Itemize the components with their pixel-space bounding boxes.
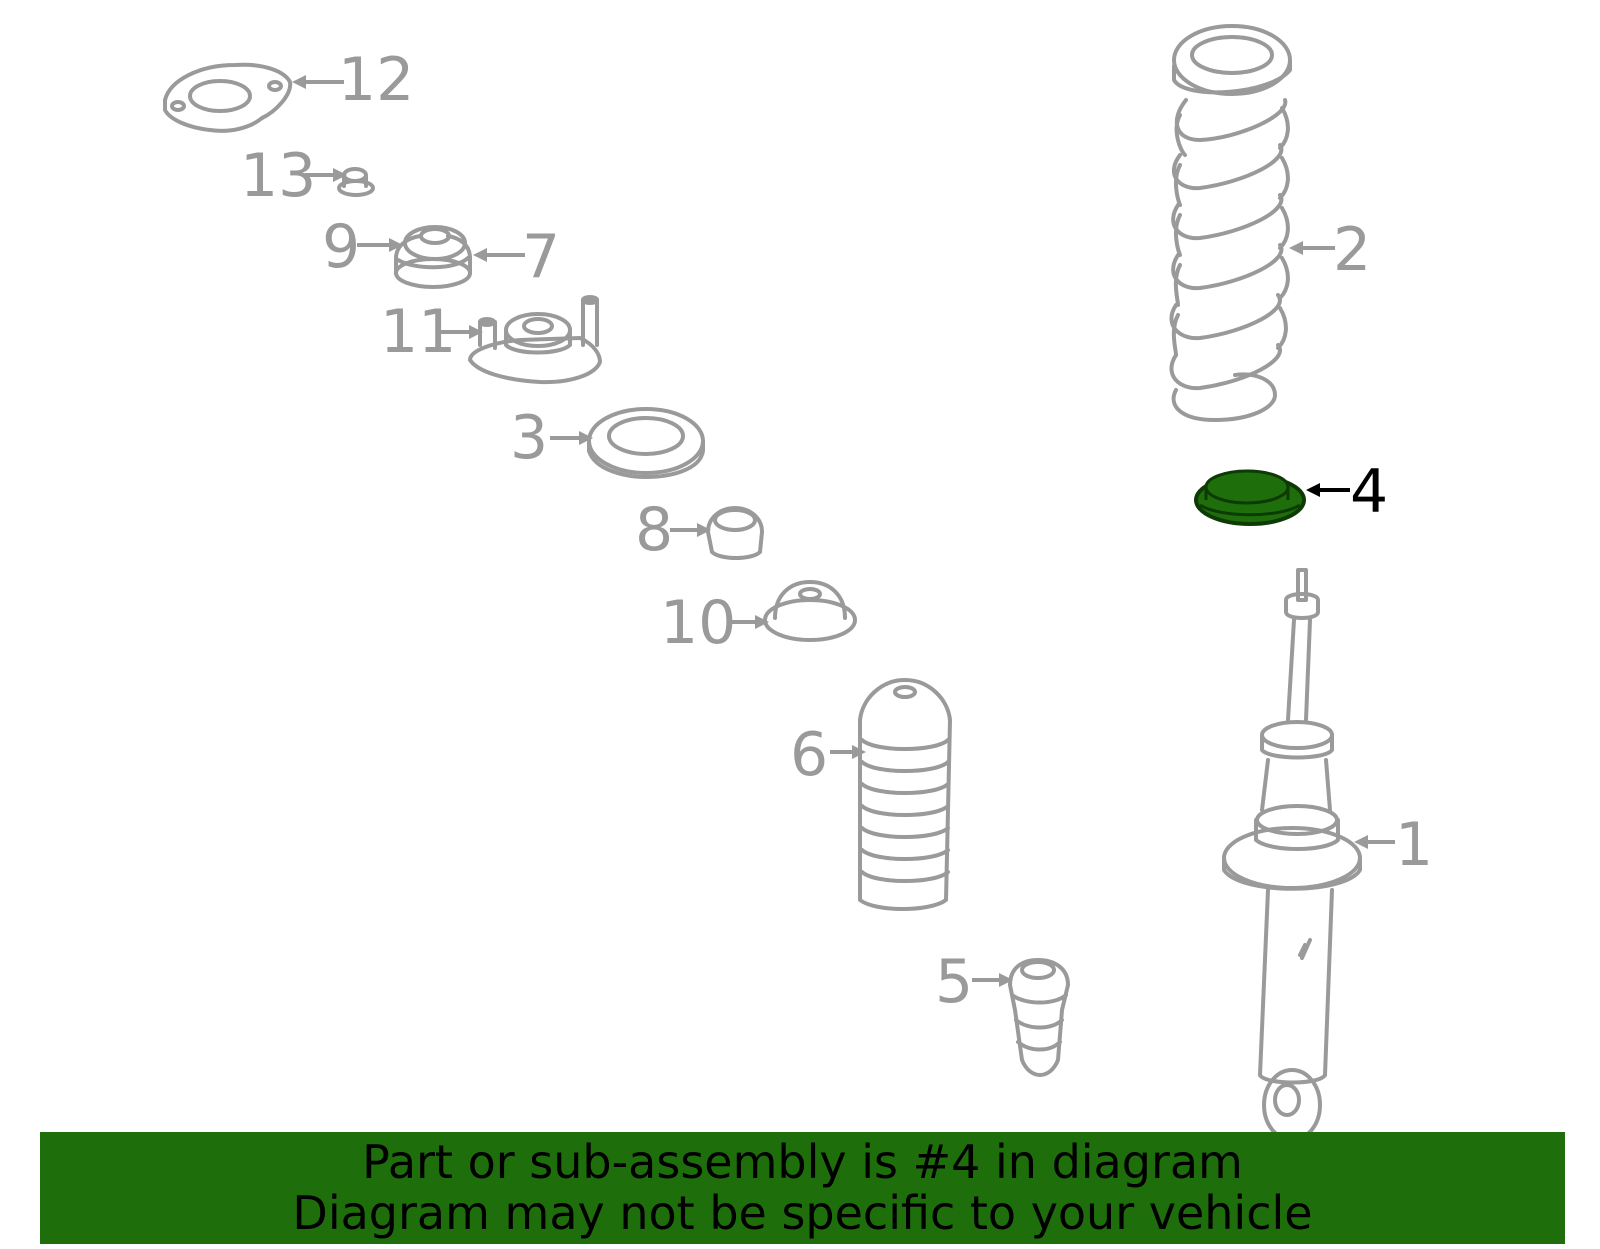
part-12-upper-plate[interactable] (163, 62, 293, 133)
callout-7[interactable]: 7 (522, 222, 560, 292)
part-10-bump-cap[interactable] (763, 580, 857, 642)
part-2-coil-spring[interactable] (1169, 24, 1292, 422)
callout-leaders (292, 75, 1395, 987)
callout-1[interactable]: 1 (1395, 810, 1433, 880)
part-8-cap[interactable] (706, 506, 764, 560)
callout-8[interactable]: 8 (635, 495, 673, 565)
callout-6[interactable]: 6 (790, 720, 828, 790)
part-6-dust-boot[interactable] (858, 678, 952, 911)
part-5-bump-stop[interactable] (1008, 958, 1070, 1077)
callout-4[interactable]: 4 (1350, 457, 1388, 527)
callout-12[interactable]: 12 (338, 45, 414, 115)
part-1-shock-absorber[interactable] (1222, 568, 1362, 1142)
part-13-nut[interactable] (337, 167, 375, 197)
banner-line-2: Diagram may not be specific to your vehi… (292, 1186, 1313, 1240)
callout-2[interactable]: 2 (1333, 215, 1371, 285)
callout-9[interactable]: 9 (322, 212, 360, 282)
callout-11[interactable]: 11 (380, 297, 456, 367)
callout-3[interactable]: 3 (510, 403, 548, 473)
callout-5[interactable]: 5 (935, 947, 973, 1017)
banner-line-1: Part or sub-assembly is #4 in diagram (362, 1135, 1243, 1189)
part-11-strut-mount[interactable] (468, 295, 602, 385)
info-banner: Part or sub-assembly is #4 in diagram Di… (40, 1132, 1565, 1244)
part-3-spring-seat[interactable] (587, 407, 705, 479)
callout-10[interactable]: 10 (660, 588, 736, 658)
part-4-spring-insulator[interactable] (1194, 469, 1306, 526)
callout-13[interactable]: 13 (240, 141, 316, 211)
part-7-9-bushing[interactable] (394, 225, 472, 289)
